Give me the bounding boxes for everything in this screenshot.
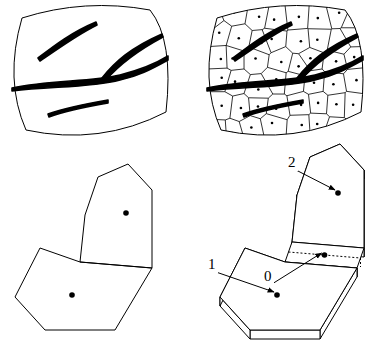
cell-center (317, 102, 320, 105)
fracture-line (12, 56, 168, 91)
cell-center (273, 18, 276, 21)
leader-arrow (296, 170, 335, 190)
cell-center (300, 124, 303, 127)
interface-line (289, 252, 361, 258)
cell-center (352, 103, 355, 106)
interface-line (360, 258, 361, 267)
callout-number: 0 (262, 268, 274, 285)
fracture-line (233, 22, 292, 61)
cell-center (313, 81, 316, 84)
cell-center (210, 21, 213, 24)
fracture-line (48, 100, 108, 117)
cell-center (219, 133, 222, 136)
cell-center (335, 190, 341, 196)
prism-top (292, 144, 364, 248)
cell-center (332, 83, 335, 86)
mesh-edges (195, 0, 369, 145)
prism-side (250, 330, 320, 339)
cell-center (123, 210, 129, 216)
callout-number: 2 (286, 154, 298, 171)
fracture-line (102, 34, 163, 80)
cell-center (280, 61, 283, 64)
cell-center (257, 88, 260, 91)
leader-arrow (272, 253, 322, 284)
cell-center (352, 18, 355, 21)
cell-center (297, 65, 300, 68)
cell-center (220, 76, 223, 79)
cell-center (300, 40, 303, 43)
cell-center (334, 129, 337, 132)
cell-center (353, 56, 356, 59)
cell-center (257, 105, 260, 108)
cell-center (220, 58, 223, 61)
prism-top (220, 248, 357, 330)
fracture-line (243, 100, 303, 117)
cell-center (254, 57, 257, 60)
cell-center (338, 11, 341, 14)
cell-center (317, 17, 320, 20)
cell-center (220, 104, 223, 107)
cell-polygon (15, 248, 152, 330)
fracture-line (297, 34, 358, 80)
cell-center (258, 15, 261, 18)
cell-center (238, 37, 241, 40)
voronoi-mesh (195, 0, 369, 145)
cell-center (250, 126, 253, 129)
fracture-line (207, 56, 363, 91)
cell-center (274, 292, 280, 298)
cell-center (271, 122, 274, 125)
cell-center (350, 133, 353, 136)
cell-center (335, 103, 338, 106)
cell-center (309, 57, 312, 60)
callout-number: 1 (206, 256, 218, 273)
cell-center (218, 31, 221, 34)
cell-center (316, 123, 319, 126)
cell-center (335, 60, 338, 63)
fractured-domain (12, 6, 168, 136)
fracture-line (38, 22, 97, 61)
cell-polygon (80, 164, 152, 268)
cell-center (322, 252, 328, 258)
cell-center (355, 79, 358, 82)
two-cells (15, 164, 152, 330)
cell-center (69, 292, 75, 298)
cell-center (316, 38, 319, 41)
cell-center (234, 80, 237, 83)
cell-center (240, 107, 243, 110)
cell-center (298, 16, 301, 19)
extruded-cells (220, 144, 364, 339)
